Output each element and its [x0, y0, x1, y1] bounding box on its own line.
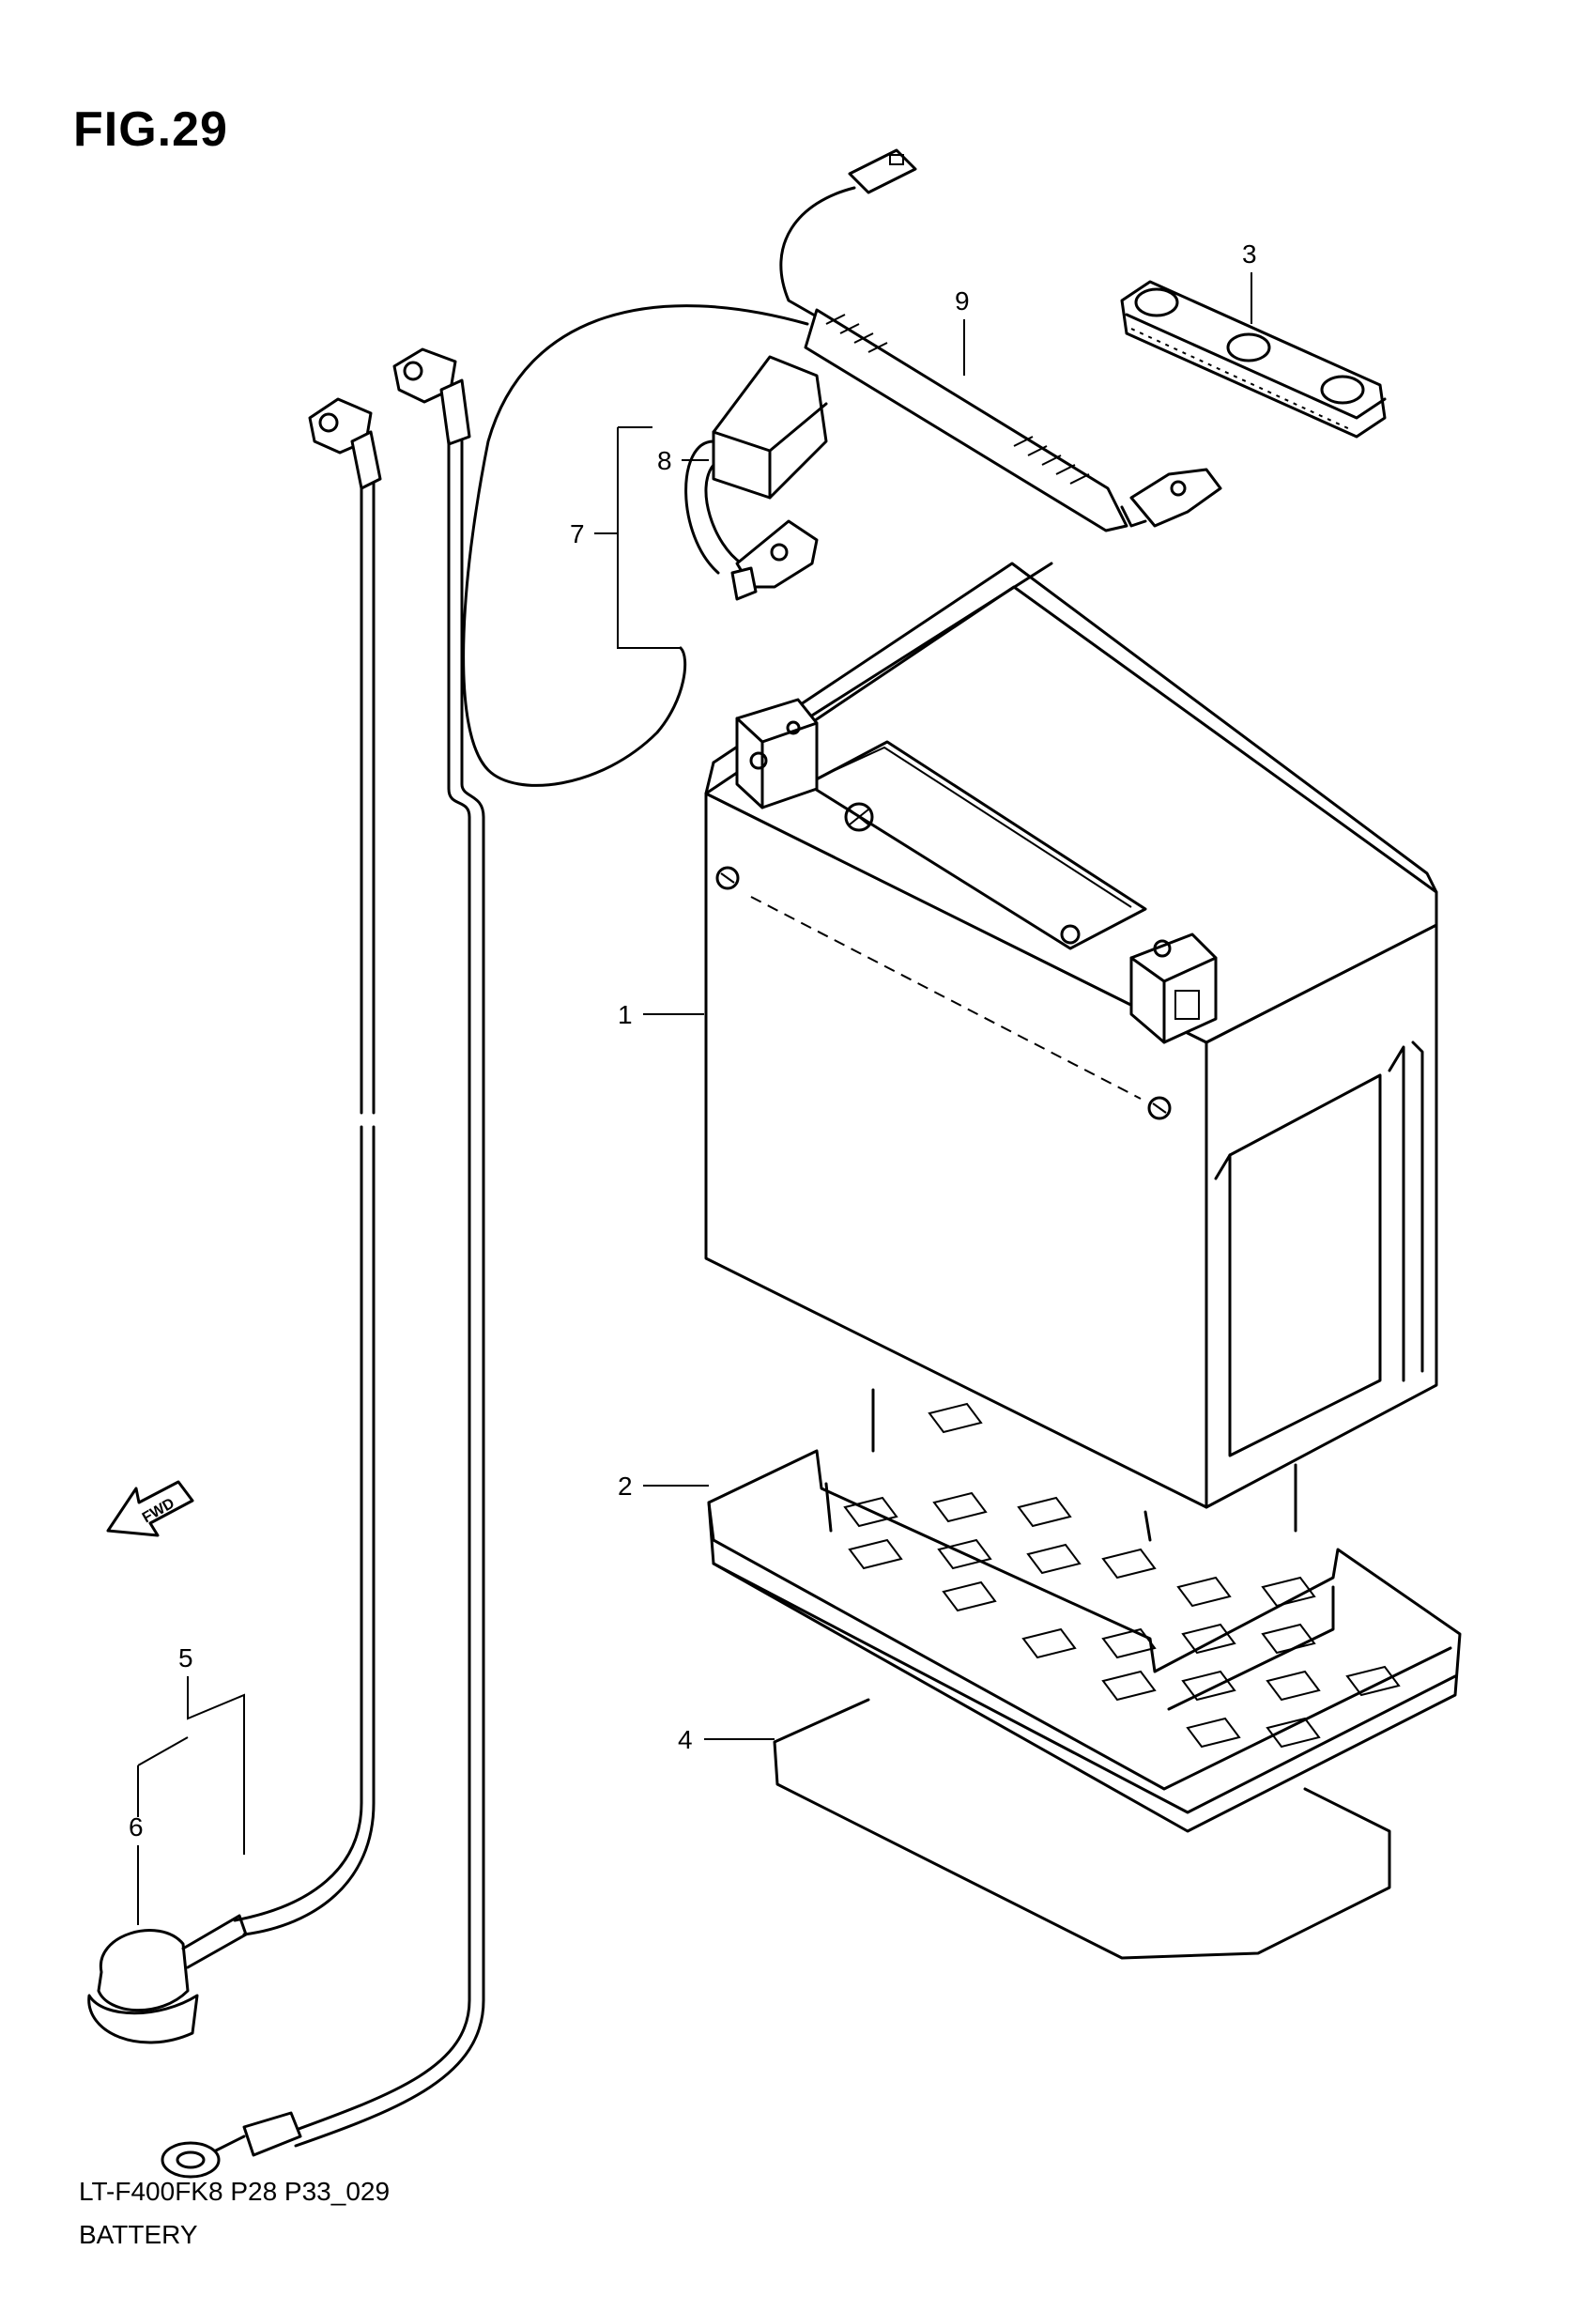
model-code: LT-F400FK8 P28 P33_029: [79, 2177, 391, 2206]
callout-8: 8: [657, 446, 672, 475]
figure-title: FIG.29: [73, 102, 228, 157]
callout-9: 9: [955, 286, 970, 316]
battery-cables: [87, 347, 485, 2179]
wire-harness: [462, 148, 1222, 787]
fwd-arrow-icon: FWD: [106, 1480, 194, 1537]
callout-7: 7: [570, 519, 585, 548]
callout-5: 5: [178, 1643, 193, 1672]
callout-1: 1: [618, 1000, 633, 1029]
tray-slots: [843, 1402, 1401, 1749]
battery-pad: [773, 1698, 1391, 1960]
battery: [704, 562, 1438, 1509]
callout-2: 2: [618, 1472, 633, 1501]
callout-3: 3: [1242, 239, 1257, 269]
figure-name: BATTERY: [79, 2220, 198, 2249]
battery-tray: [707, 1388, 1462, 1833]
callout-4: 4: [678, 1725, 693, 1754]
callouts: 1 2 3 4 5 6 7 8 9: [129, 239, 1257, 1925]
relay-assembly: [684, 355, 828, 601]
callout-6: 6: [129, 1812, 144, 1842]
battery-band: [1120, 280, 1387, 439]
